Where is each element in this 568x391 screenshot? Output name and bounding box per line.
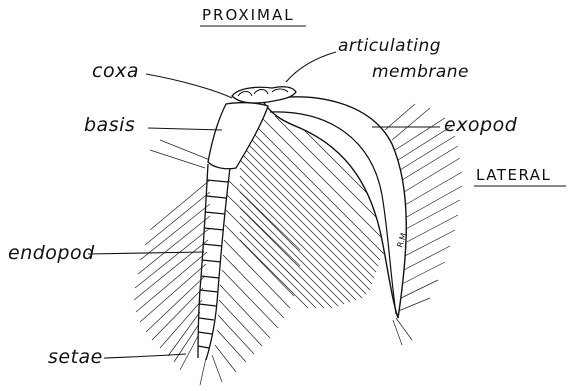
proximal-label: PROXIMAL xyxy=(202,8,295,23)
membrane-label-line1: articulating xyxy=(338,38,441,55)
endopod-ramus xyxy=(198,164,230,360)
basis-leader xyxy=(148,128,222,130)
setae-label: setae xyxy=(48,348,103,367)
exopod-label: exopod xyxy=(444,116,517,135)
coxa-label: coxa xyxy=(92,62,139,81)
endopod-setae xyxy=(134,140,300,385)
membrane-label-line2: membrane xyxy=(372,64,469,81)
setae-hatching xyxy=(134,104,462,385)
endopod-label: endopod xyxy=(8,244,95,263)
leader-lines xyxy=(88,26,566,358)
endopod-leader xyxy=(88,252,204,254)
basis-shape xyxy=(208,103,268,169)
membrane-leader xyxy=(286,52,336,82)
lateral-label: LATERAL xyxy=(476,168,551,183)
coxa-leader xyxy=(146,74,232,98)
setae-leader xyxy=(104,354,186,358)
basis-label: basis xyxy=(84,116,135,135)
exopod-blade xyxy=(262,97,406,318)
